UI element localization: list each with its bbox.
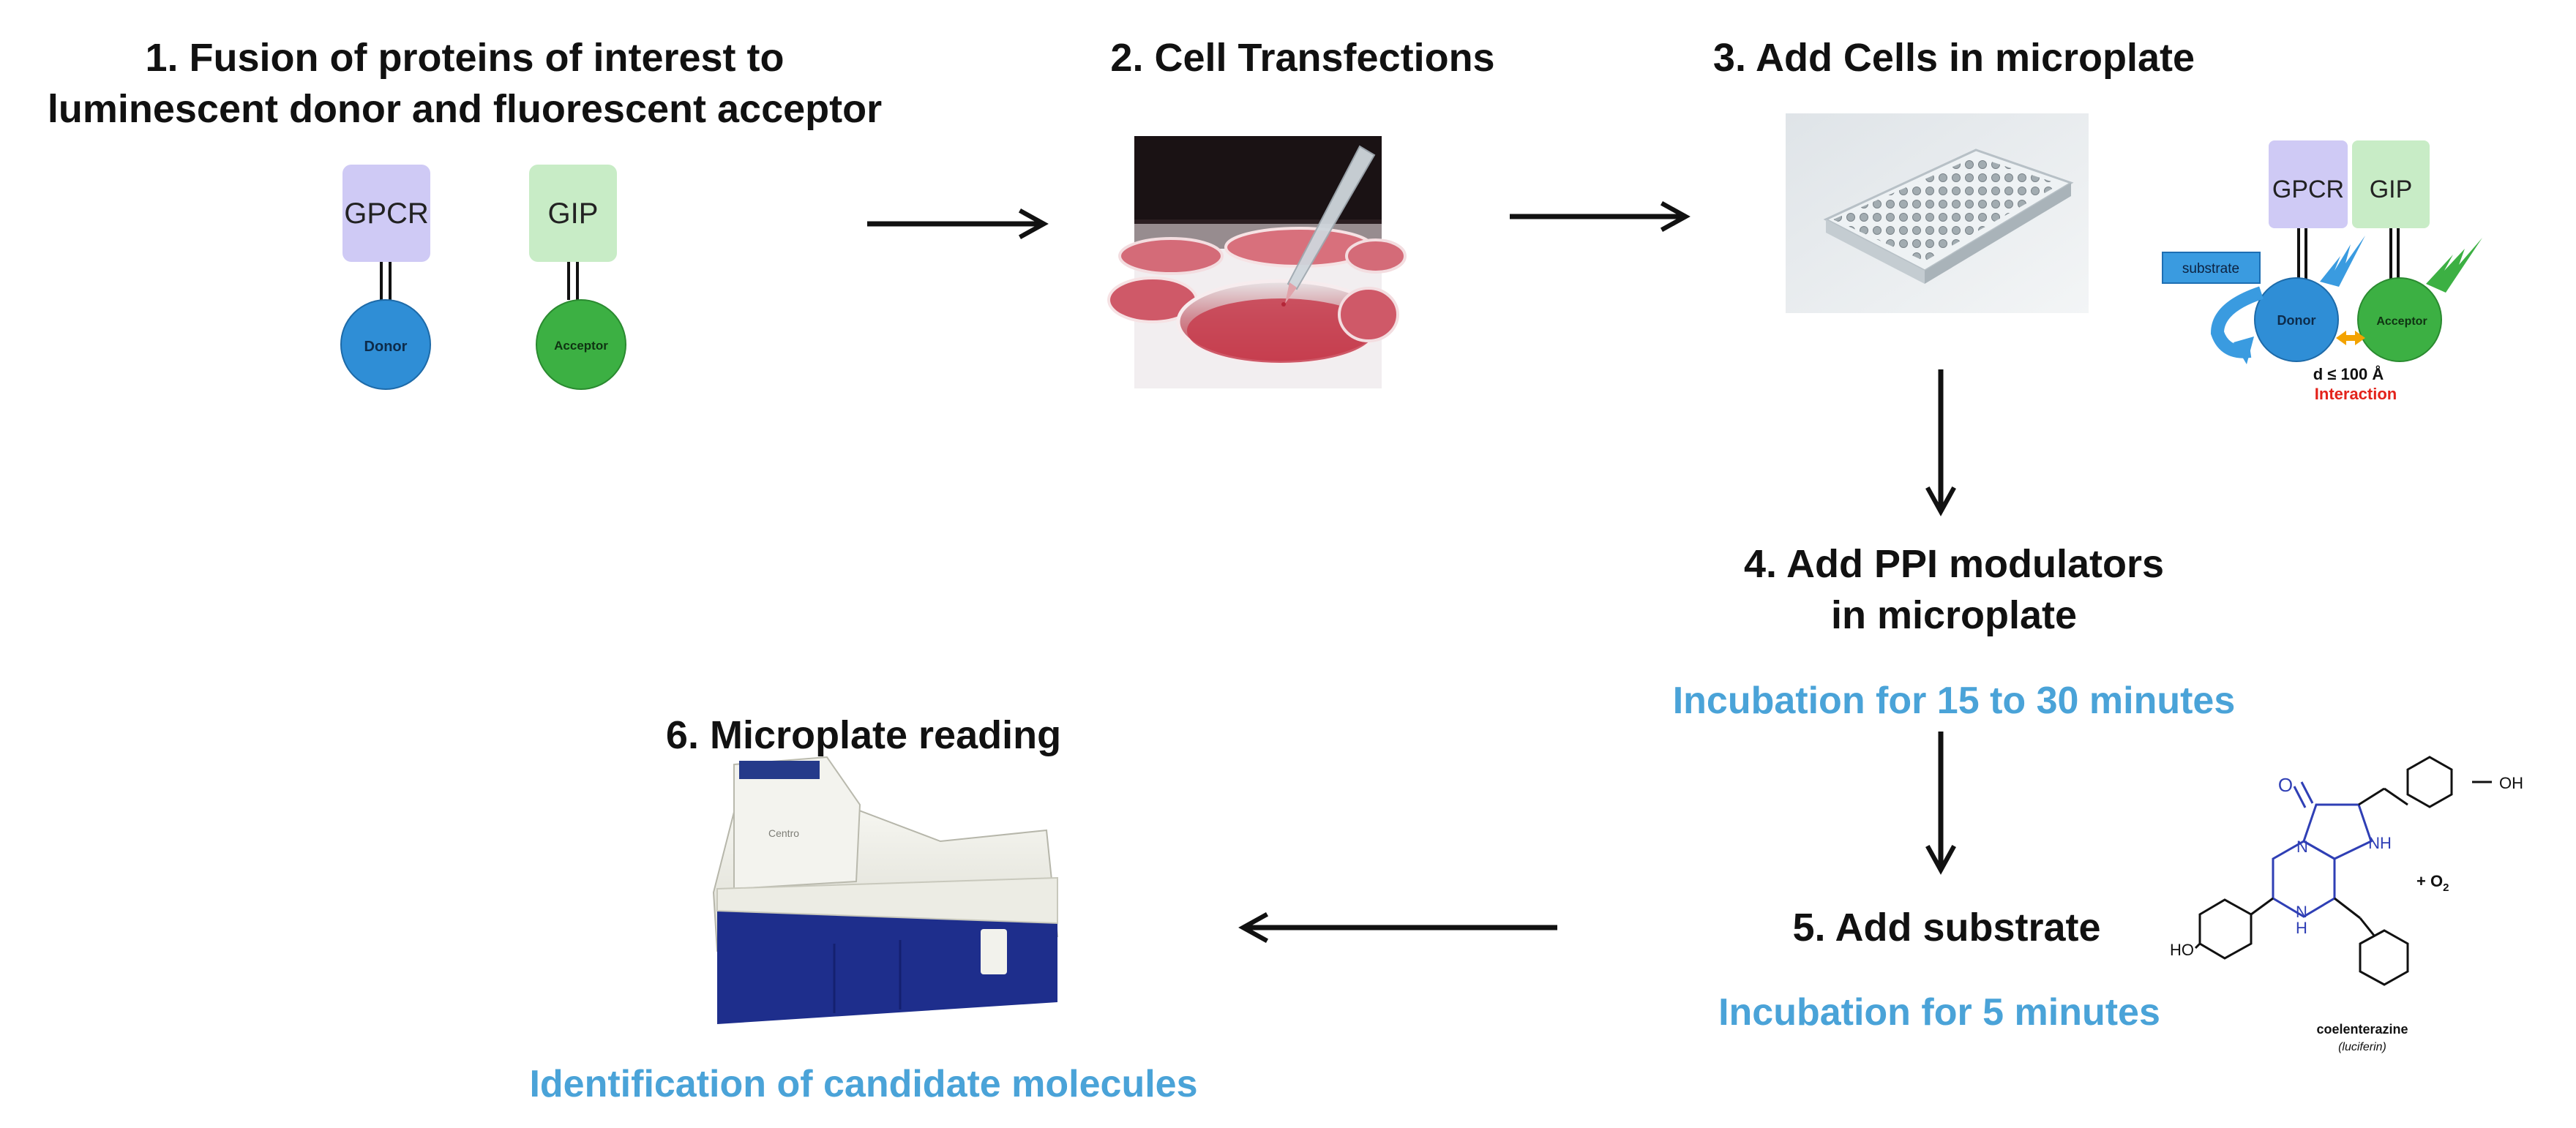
- interaction-donor-circle: [2254, 277, 2339, 362]
- step5-title: 5. Add substrate: [1792, 906, 2101, 950]
- phenol-ring-top: [2406, 756, 2453, 808]
- step4-title: 4. Add PPI modulators in microplate: [1632, 538, 2276, 641]
- acceptor-label: Acceptor: [554, 339, 608, 353]
- donor-circle: [340, 299, 431, 390]
- oxygen-text: + O: [2416, 872, 2443, 890]
- interaction-acceptor-circle: [2357, 277, 2442, 362]
- reader-brand: Centro: [768, 827, 799, 839]
- donor-label: Donor: [364, 339, 408, 355]
- step3-title: 3. Add Cells in microplate: [1712, 36, 2195, 80]
- step1-title: 1. Fusion of proteins of interest to lum…: [0, 32, 929, 135]
- interaction-donor-label: Donor: [2277, 313, 2316, 328]
- step4-title-line1: 4. Add PPI modulators: [1743, 542, 2165, 586]
- substrate-box: [2162, 252, 2261, 284]
- interaction-label: Interaction: [2315, 385, 2397, 403]
- microplate-photo: [1786, 113, 2089, 313]
- phenol-ring-left: [2198, 898, 2253, 960]
- interaction-acceptor-label: Acceptor: [2376, 315, 2427, 328]
- molecule-name: coelenterazine: [2316, 1022, 2408, 1037]
- distance-label: d ≤ 100 Å: [2313, 364, 2384, 383]
- gpcr-box: [342, 165, 430, 262]
- interaction-gip-label: GIP: [2370, 176, 2413, 203]
- step1-title-line1: 1. Fusion of proteins of interest to: [145, 36, 785, 80]
- substrate-label: substrate: [2182, 261, 2239, 277]
- ring-nh-2: N: [2296, 903, 2307, 921]
- reader-button: [981, 929, 1007, 974]
- step1-protein-pair: GPCR Donor GIP Acceptor: [340, 165, 626, 390]
- molecule-subtitle: (luciferin): [2338, 1041, 2386, 1053]
- imidazolone-ring: [2302, 803, 2373, 860]
- acceptor-emission-bolt: [2426, 238, 2482, 293]
- step1-title-line2: luminescent donor and fluorescent accept…: [47, 87, 883, 131]
- substrate-curved-arrow: [2210, 286, 2264, 358]
- step4-incubation-note: Incubation for 15 to 30 minutes: [1672, 680, 2236, 722]
- reader-base: [717, 907, 1057, 1024]
- gpcr-label: GPCR: [344, 198, 429, 230]
- reader-lid-band: [739, 761, 820, 779]
- step4-title-line2: in microplate: [1830, 593, 2078, 637]
- step6-identification-note: Identification of candidate molecules: [529, 1063, 1198, 1105]
- step5-incubation-note: Incubation for 5 minutes: [1718, 991, 2160, 1034]
- step2-title: 2. Cell Transfections: [1110, 36, 1495, 80]
- microplate-reader-photo: Centro: [712, 756, 1059, 1024]
- oxygen-subscript: 2: [2443, 881, 2449, 894]
- bret-interaction-diagram: GPCR GIP Donor Acceptor substrate d ≤ 10…: [2162, 140, 2482, 403]
- cell-transfection-photo: [1107, 136, 1407, 388]
- carbonyl-o: O: [2278, 774, 2293, 796]
- step6-title: 6. Microplate reading: [665, 713, 1062, 757]
- interaction-gpcr-label: GPCR: [2272, 176, 2344, 203]
- gip-box: [529, 165, 617, 262]
- donor-emission-bolt: [2320, 236, 2365, 287]
- acceptor-circle: [536, 299, 626, 390]
- oxygen-label: + O2: [2416, 872, 2449, 894]
- ring-nh-2-h: H: [2296, 919, 2307, 937]
- interaction-gpcr-box: [2269, 140, 2348, 228]
- ring-nh-1: NH: [2368, 834, 2392, 852]
- energy-transfer-arrow: [2336, 331, 2365, 345]
- ring-n: N: [2296, 838, 2308, 856]
- oh-top: OH: [2499, 774, 2523, 792]
- benzyl-ring: [2359, 929, 2409, 986]
- gip-label: GIP: [548, 198, 599, 230]
- coelenterazine-structure: O N NH N H OH + O2 HO coelenterazine (lu…: [2170, 756, 2523, 1053]
- ho-left: HO: [2170, 941, 2194, 959]
- reader-lid: [733, 756, 861, 890]
- interaction-gip-box: [2352, 140, 2430, 228]
